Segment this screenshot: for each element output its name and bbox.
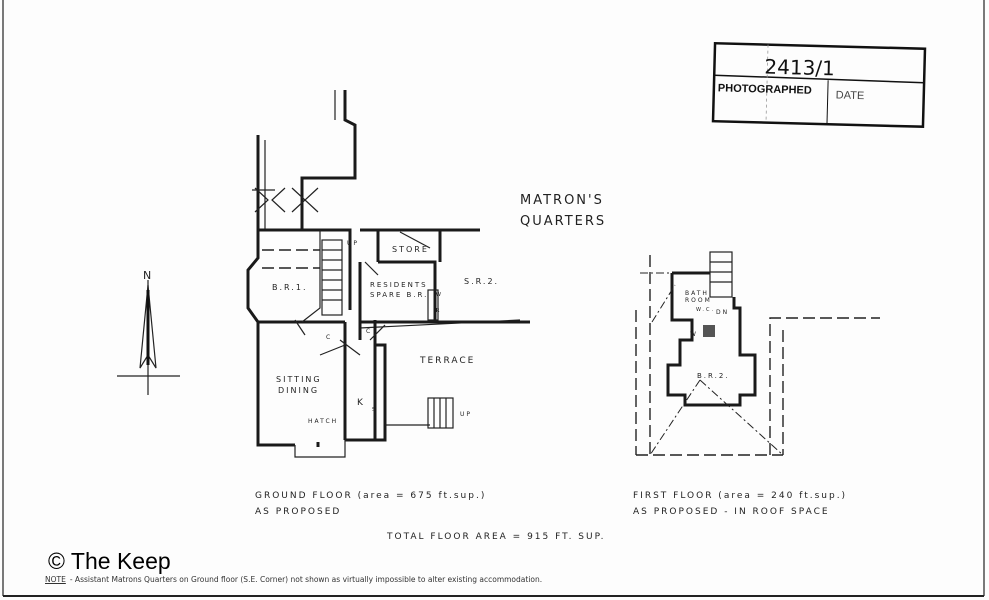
room-store: STORE xyxy=(392,245,429,254)
label-dn: DN xyxy=(716,309,729,316)
room-br1: B.R.1. xyxy=(272,283,307,292)
room-sr2: S.R.2. xyxy=(464,277,499,286)
north-label: N xyxy=(143,269,153,282)
title-line2: QUARTERS xyxy=(520,214,606,229)
label-up-terrace: UP xyxy=(460,411,472,418)
first-floor-caption: FIRST FLOOR (area = 240 ft.sup.) xyxy=(633,491,847,501)
ground-floor-subcaption: AS PROPOSED xyxy=(255,507,341,517)
room-kitchen: K xyxy=(357,398,365,408)
note-label: NOTE xyxy=(45,575,66,584)
room-room: ROOM xyxy=(685,297,712,304)
first-floor-plan: BATH ROOM W.C. DN W B.R.2. xyxy=(635,251,880,456)
cupboard-2: C xyxy=(326,334,332,341)
copyright-watermark: © The Keep xyxy=(48,548,171,574)
north-arrow: N xyxy=(117,269,180,395)
label-w: W xyxy=(436,292,443,298)
footnote: NOTE- Assistant Matrons Quarters on Grou… xyxy=(45,575,542,584)
room-residents: RESIDENTS xyxy=(370,281,428,289)
room-br2: B.R.2. xyxy=(697,372,730,380)
label-terrace: TERRACE xyxy=(419,356,475,366)
room-sitting: SITTING xyxy=(276,375,322,384)
room-bath: BATH xyxy=(685,290,709,297)
label-w-first: W xyxy=(690,331,698,338)
stamp-date: DATE xyxy=(836,89,865,102)
first-floor-subcaption: AS PROPOSED - IN ROOF SPACE xyxy=(633,507,830,517)
cupboard-1: C xyxy=(366,328,372,335)
ground-floor-plan: B.R.1. STORE S.R.2. RESIDENTS SPARE B.R.… xyxy=(246,90,530,458)
label-s: S xyxy=(372,407,377,413)
ground-floor-caption: GROUND FLOOR (area = 675 ft.sup.) xyxy=(255,491,486,501)
archive-stamp: 2413/1 PHOTOGRAPHED DATE xyxy=(711,41,927,128)
stamp-photographed: PHOTOGRAPHED xyxy=(718,82,812,96)
label-r: R xyxy=(436,308,441,314)
room-spare-br: SPARE B.R. xyxy=(370,291,428,299)
label-up-stair: UP xyxy=(347,240,359,247)
label-hatch: HATCH xyxy=(308,418,338,425)
total-floor-area: TOTAL FLOOR AREA = 915 FT. SUP. xyxy=(386,532,605,542)
room-dining: DINING xyxy=(278,386,319,395)
stamp-reference: 2413/1 xyxy=(764,55,835,81)
note-text: - Assistant Matrons Quarters on Ground f… xyxy=(69,575,543,584)
room-wc: W.C. xyxy=(696,307,715,313)
title-line1: MATRON'S xyxy=(520,193,604,208)
